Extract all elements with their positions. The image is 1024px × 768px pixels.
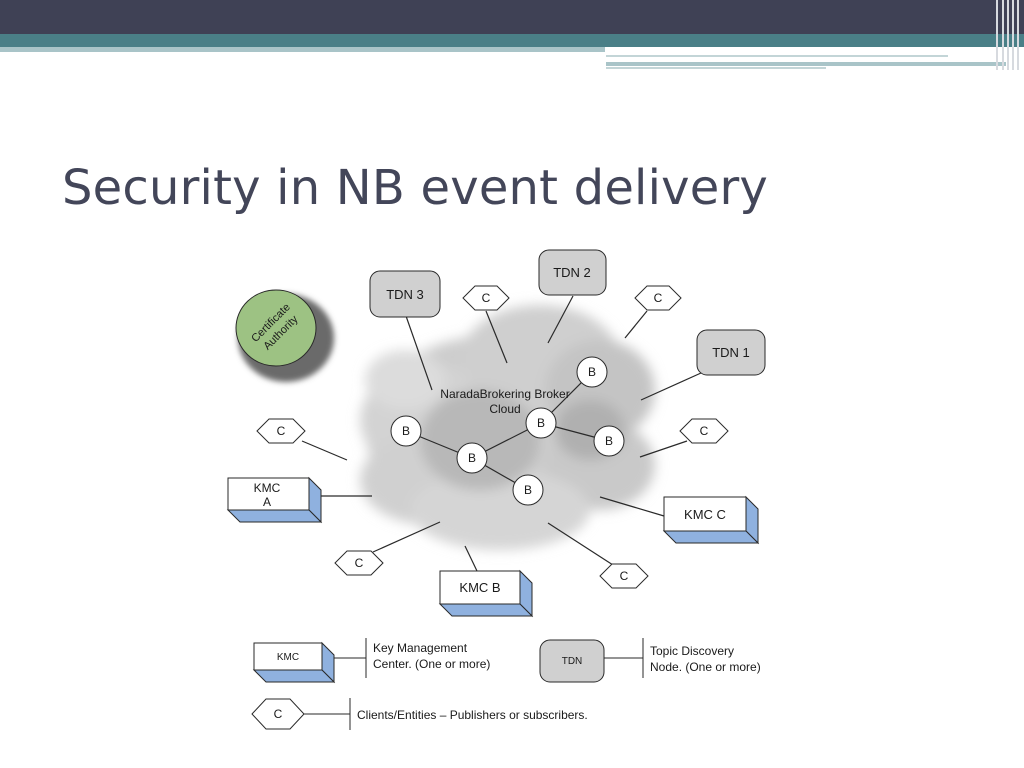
legend-client: C Clients/Entities – Publishers or subsc… bbox=[251, 698, 588, 730]
kmc-a-label: A bbox=[263, 495, 271, 509]
broker-node: B bbox=[576, 356, 608, 388]
broker-label: B bbox=[537, 416, 545, 430]
accent-bar-light bbox=[0, 47, 605, 52]
decorative-vertical-lines bbox=[994, 0, 1024, 70]
client-node: C bbox=[256, 418, 306, 444]
broker-label: B bbox=[605, 434, 613, 448]
legend-kmc: KMC Key Management Center. (One or more) bbox=[252, 638, 490, 684]
legend-kmc-box-label: KMC bbox=[277, 652, 299, 663]
legend-client-desc: Clients/Entities – Publishers or subscri… bbox=[357, 708, 588, 722]
client-node: C bbox=[599, 563, 649, 589]
tdn-2-node: TDN 2 bbox=[538, 249, 607, 296]
legend-tdn-desc: Topic Discovery bbox=[650, 644, 734, 658]
client-node: C bbox=[679, 418, 729, 444]
broker-node: B bbox=[456, 442, 488, 474]
legend-tdn-box-label: TDN bbox=[562, 656, 583, 667]
tdn-1-label: TDN 1 bbox=[712, 345, 750, 360]
client-label: C bbox=[700, 424, 709, 438]
broker-node: B bbox=[512, 474, 544, 506]
legend-kmc-desc: Center. (One or more) bbox=[373, 657, 490, 671]
client-label: C bbox=[277, 424, 286, 438]
tdn-1-node: TDN 1 bbox=[696, 329, 766, 376]
tdn-3-label: TDN 3 bbox=[386, 287, 424, 302]
certificate-authority-node: Certificate Authority bbox=[235, 289, 334, 382]
broker-node: B bbox=[390, 415, 422, 447]
broker-label: B bbox=[468, 451, 476, 465]
decorative-stripe bbox=[606, 62, 1006, 66]
broker-node: B bbox=[525, 407, 557, 439]
legend-tdn-desc: Node. (One or more) bbox=[650, 660, 761, 674]
kmc-b-label: KMC B bbox=[459, 580, 500, 595]
legend-kmc-desc: Key Management bbox=[373, 641, 468, 655]
legend: KMC Key Management Center. (One or more)… bbox=[251, 638, 761, 730]
client-node: C bbox=[334, 550, 384, 576]
broker-label: B bbox=[588, 365, 596, 379]
broker-label: B bbox=[524, 483, 532, 497]
kmc-a-label: KMC bbox=[254, 481, 281, 495]
top-bar bbox=[0, 0, 1024, 34]
kmc-b-node: KMC B bbox=[438, 569, 534, 618]
accent-bar bbox=[0, 34, 1024, 47]
broker-label: B bbox=[402, 424, 410, 438]
tdn-2-label: TDN 2 bbox=[553, 265, 591, 280]
kmc-a-node: KMC A bbox=[226, 476, 323, 524]
broker-node: B bbox=[593, 425, 625, 457]
tdn-3-node: TDN 3 bbox=[369, 270, 441, 318]
legend-client-box-label: C bbox=[274, 707, 283, 721]
client-label: C bbox=[482, 291, 491, 305]
decorative-stripe bbox=[606, 67, 826, 69]
client-node: C bbox=[634, 285, 682, 311]
decorative-stripe bbox=[606, 55, 948, 57]
client-label: C bbox=[654, 291, 663, 305]
client-label: C bbox=[620, 569, 629, 583]
client-node: C bbox=[462, 285, 510, 311]
kmc-c-node: KMC C bbox=[662, 495, 760, 545]
slide-title: Security in NB event delivery bbox=[62, 160, 768, 216]
legend-tdn: TDN Topic Discovery Node. (One or more) bbox=[539, 638, 761, 683]
client-label: C bbox=[355, 556, 364, 570]
cloud-label: NaradaBrokering Broker bbox=[440, 387, 569, 401]
cloud-label: Cloud bbox=[489, 402, 520, 416]
kmc-c-label: KMC C bbox=[684, 507, 726, 522]
